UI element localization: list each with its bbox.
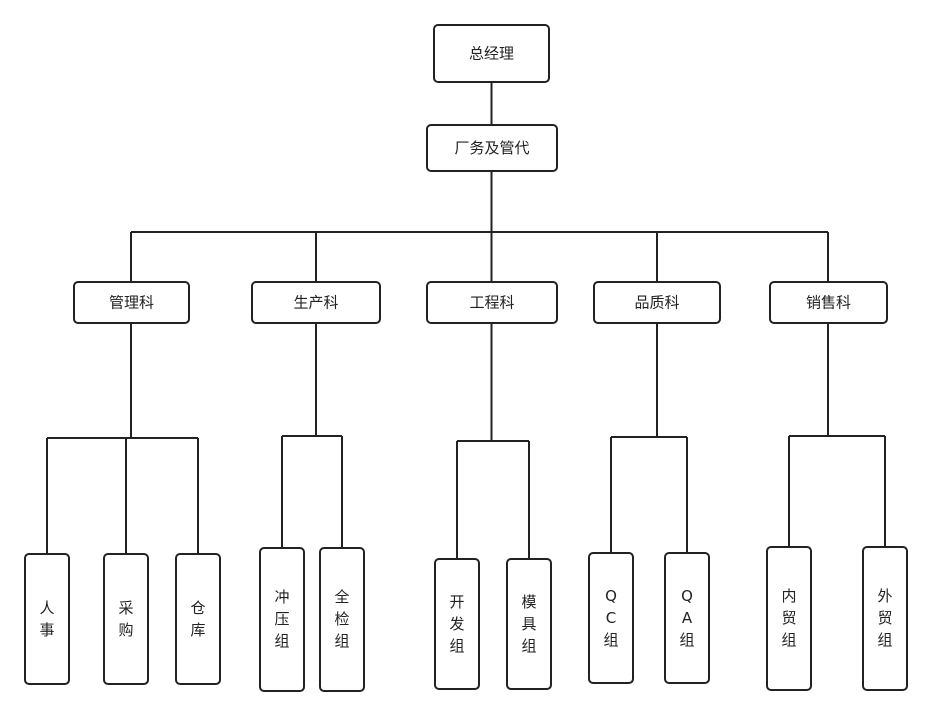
dept-quality: 品质科 bbox=[593, 281, 721, 324]
group-foreign-trade-label: 外贸组 bbox=[877, 587, 892, 649]
group-mold-label: 模具组 bbox=[521, 593, 536, 655]
dept-production: 生产科 bbox=[251, 281, 381, 324]
dept-sales-label: 销售科 bbox=[806, 294, 851, 312]
group-full-inspection-label: 全检组 bbox=[334, 588, 349, 650]
dept-engineering-label: 工程科 bbox=[469, 294, 514, 312]
group-mold: 模具组 bbox=[506, 558, 552, 690]
group-hr: 人事 bbox=[24, 553, 70, 685]
group-stamping: 冲压组 bbox=[259, 547, 305, 692]
group-domestic-trade: 内贸组 bbox=[766, 546, 812, 691]
group-purchasing-label: 采购 bbox=[118, 599, 133, 639]
dept-quality-label: 品质科 bbox=[634, 294, 679, 312]
group-domestic-trade-label: 内贸组 bbox=[781, 587, 796, 649]
dept-management-label: 管理科 bbox=[109, 294, 154, 312]
group-hr-label: 人事 bbox=[39, 599, 54, 639]
group-warehouse: 仓库 bbox=[175, 553, 221, 685]
dept-sales: 销售科 bbox=[769, 281, 888, 324]
node-deputy: 厂务及管代 bbox=[426, 124, 558, 172]
connectors bbox=[46, 82, 886, 559]
group-stamping-label: 冲压组 bbox=[274, 588, 289, 650]
dept-management: 管理科 bbox=[73, 281, 190, 324]
node-general-manager: 总经理 bbox=[433, 24, 550, 83]
node-general-manager-label: 总经理 bbox=[469, 45, 514, 63]
group-purchasing: 采购 bbox=[103, 553, 149, 685]
node-deputy-label: 厂务及管代 bbox=[454, 139, 529, 157]
dept-engineering: 工程科 bbox=[426, 281, 558, 324]
group-full-inspection: 全检组 bbox=[319, 547, 365, 692]
group-foreign-trade: 外贸组 bbox=[862, 546, 908, 691]
group-development: 开发组 bbox=[434, 558, 480, 690]
group-warehouse-label: 仓库 bbox=[190, 599, 205, 639]
group-development-label: 开发组 bbox=[449, 593, 464, 655]
dept-production-label: 生产科 bbox=[293, 294, 338, 312]
